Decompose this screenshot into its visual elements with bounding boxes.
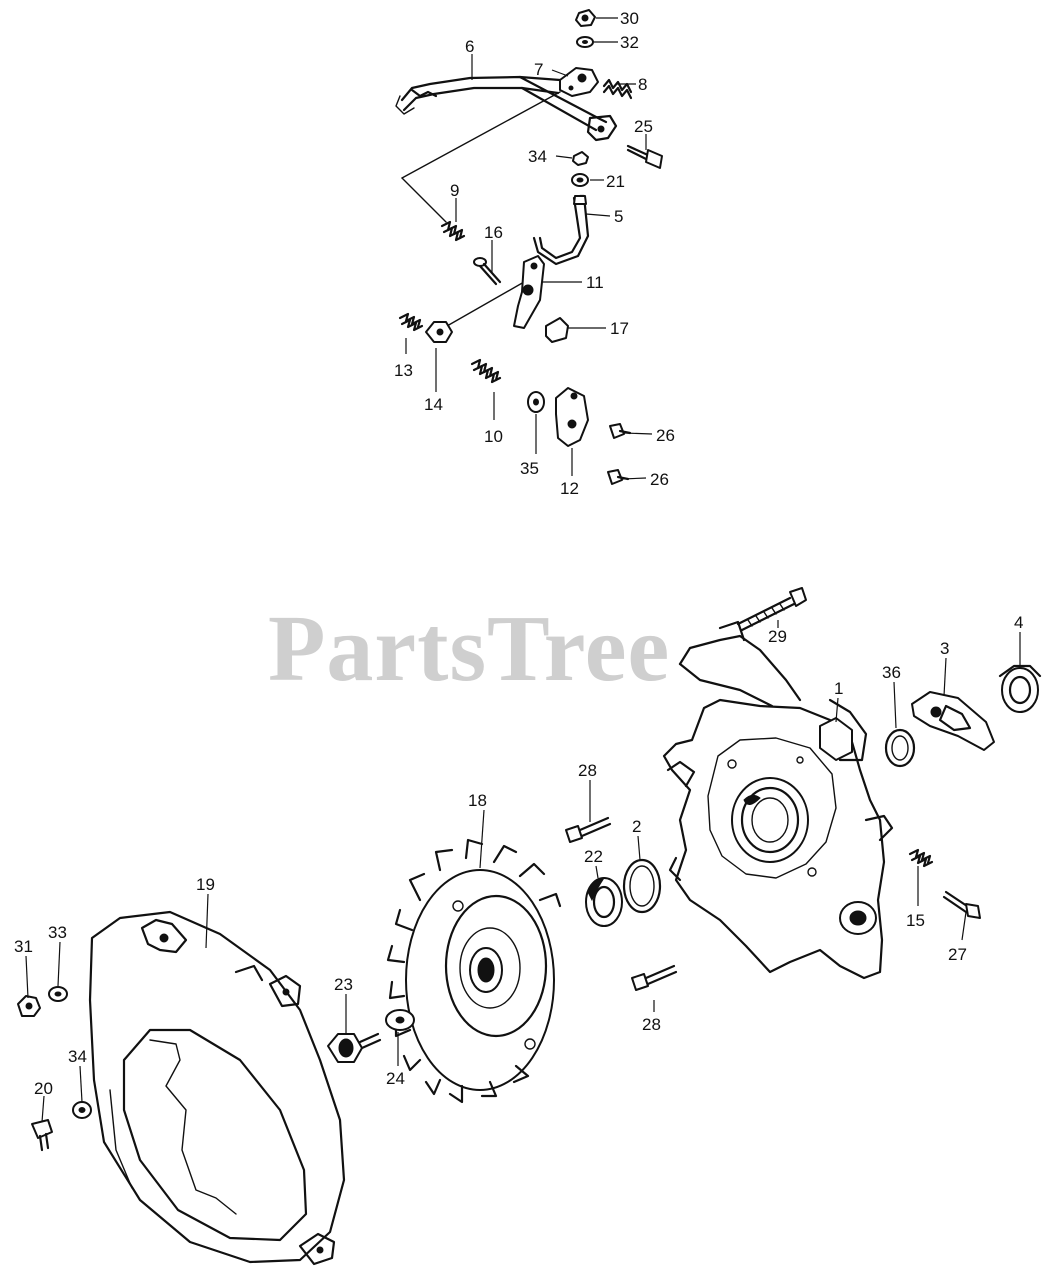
- part-36-snap-ring[interactable]: [884, 728, 916, 768]
- part-27-bolt[interactable]: [942, 890, 981, 919]
- label-17: 17: [610, 319, 629, 338]
- part-2-ring[interactable]: [622, 858, 662, 914]
- part-28-bolt-upper[interactable]: [565, 816, 612, 843]
- label-30: 30: [620, 9, 639, 28]
- label-6: 6: [465, 37, 474, 56]
- part-21-nut[interactable]: [571, 173, 589, 187]
- part-20-screw[interactable]: [31, 1119, 53, 1152]
- part-7-plate[interactable]: [559, 67, 599, 97]
- label-25: 25: [634, 117, 653, 136]
- part-6-governor-arm[interactable]: [395, 75, 618, 142]
- part-12-plate[interactable]: [555, 387, 589, 447]
- label-20: 20: [34, 1079, 53, 1098]
- label-5: 5: [614, 207, 623, 226]
- label-19: 19: [196, 875, 215, 894]
- label-14: 14: [424, 395, 443, 414]
- part-5-shaft[interactable]: [532, 194, 590, 266]
- label-18: 18: [468, 791, 487, 810]
- part-33-washer[interactable]: [48, 986, 68, 1002]
- label-27: 27: [948, 945, 967, 964]
- label-35: 35: [520, 459, 539, 478]
- label-13: 13: [394, 361, 413, 380]
- label-36: 36: [882, 663, 901, 682]
- part-28-bolt-lower[interactable]: [631, 964, 678, 991]
- label-29: 29: [768, 627, 787, 646]
- label-34-bottom: 34: [68, 1047, 87, 1066]
- watermark: PartsTree: [268, 597, 670, 701]
- label-2: 2: [632, 817, 641, 836]
- part-8-spring[interactable]: [602, 78, 633, 100]
- part-10-spring[interactable]: [470, 358, 502, 384]
- label-34-top: 34: [528, 147, 547, 166]
- label-4: 4: [1014, 613, 1023, 632]
- part-25-bolt[interactable]: [626, 144, 663, 169]
- part-15-spring[interactable]: [908, 848, 934, 868]
- label-12: 12: [560, 479, 579, 498]
- part-29-bolt[interactable]: [736, 587, 807, 632]
- part-16-pin[interactable]: [473, 257, 502, 286]
- label-15: 15: [906, 911, 925, 930]
- part-3-governor-plate[interactable]: [911, 691, 995, 751]
- part-11-lever[interactable]: [513, 255, 545, 329]
- part-31-nut[interactable]: [17, 995, 41, 1017]
- label-22: 22: [584, 847, 603, 866]
- label-11: 11: [586, 273, 604, 292]
- part-23-flywheel-bolt[interactable]: [327, 1032, 382, 1063]
- part-32-washer[interactable]: [576, 36, 594, 48]
- label-31: 31: [14, 937, 33, 956]
- part-22-oil-seal[interactable]: [585, 877, 623, 927]
- part-34-washer-bottom[interactable]: [72, 1101, 92, 1119]
- part-34-nut-top[interactable]: [572, 151, 589, 166]
- part-30-nut[interactable]: [575, 9, 596, 27]
- label-23: 23: [334, 975, 353, 994]
- part-17-cap[interactable]: [545, 317, 569, 343]
- label-10: 10: [484, 427, 503, 446]
- part-24-washer[interactable]: [385, 1009, 415, 1031]
- label-8: 8: [638, 75, 647, 94]
- label-1: 1: [834, 679, 843, 698]
- part-9-spring[interactable]: [440, 220, 466, 242]
- label-24: 24: [386, 1069, 405, 1088]
- label-28-lower: 28: [642, 1015, 661, 1034]
- part-13-spring[interactable]: [398, 312, 424, 332]
- label-26-b: 26: [650, 470, 669, 489]
- part-19-fan-shroud[interactable]: [88, 910, 346, 1266]
- label-26-a: 26: [656, 426, 675, 445]
- label-3: 3: [940, 639, 949, 658]
- part-35-washer[interactable]: [527, 391, 545, 413]
- label-21: 21: [606, 172, 625, 191]
- label-9: 9: [450, 181, 459, 200]
- label-7: 7: [534, 60, 543, 79]
- part-4-collar[interactable]: [998, 664, 1042, 713]
- part-18-flywheel[interactable]: [386, 838, 562, 1104]
- part-26-screw-b[interactable]: [607, 469, 630, 485]
- part-1-crankcase[interactable]: [662, 620, 894, 980]
- label-33: 33: [48, 923, 67, 942]
- label-16: 16: [484, 223, 503, 242]
- part-26-screw-a[interactable]: [609, 423, 632, 439]
- part-14-nut[interactable]: [425, 321, 453, 343]
- label-28-upper: 28: [578, 761, 597, 780]
- label-32: 32: [620, 33, 639, 52]
